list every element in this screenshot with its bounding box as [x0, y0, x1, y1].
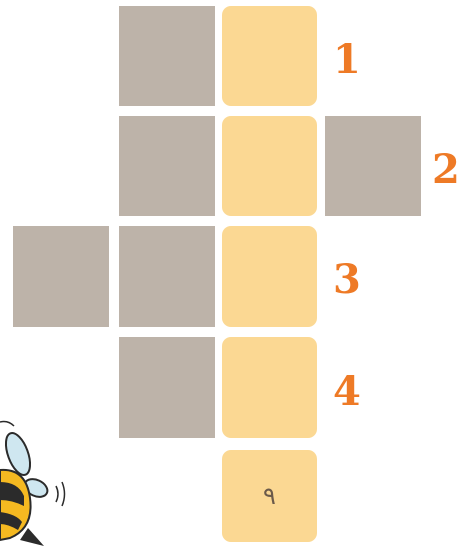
- row-number-1: 1: [333, 40, 361, 80]
- blocked-cell: [119, 337, 215, 438]
- answer-cell-row-2[interactable]: [222, 116, 317, 216]
- blocked-cell: [325, 116, 421, 216]
- blocked-cell: [119, 226, 215, 327]
- row-number-3: 3: [333, 260, 361, 300]
- row-number-4: 4: [333, 372, 361, 412]
- row-number-2: 2: [432, 150, 460, 190]
- blocked-cell: [13, 226, 109, 327]
- blocked-cell: [119, 6, 215, 106]
- bee-icon: [0, 410, 80, 546]
- blocked-cell: [119, 116, 215, 216]
- answer-cell-bottom[interactable]: ٩: [222, 450, 317, 542]
- answer-cell-row-3[interactable]: [222, 226, 317, 327]
- answer-cell-row-1[interactable]: [222, 6, 317, 106]
- answer-cell-row-4[interactable]: [222, 337, 317, 438]
